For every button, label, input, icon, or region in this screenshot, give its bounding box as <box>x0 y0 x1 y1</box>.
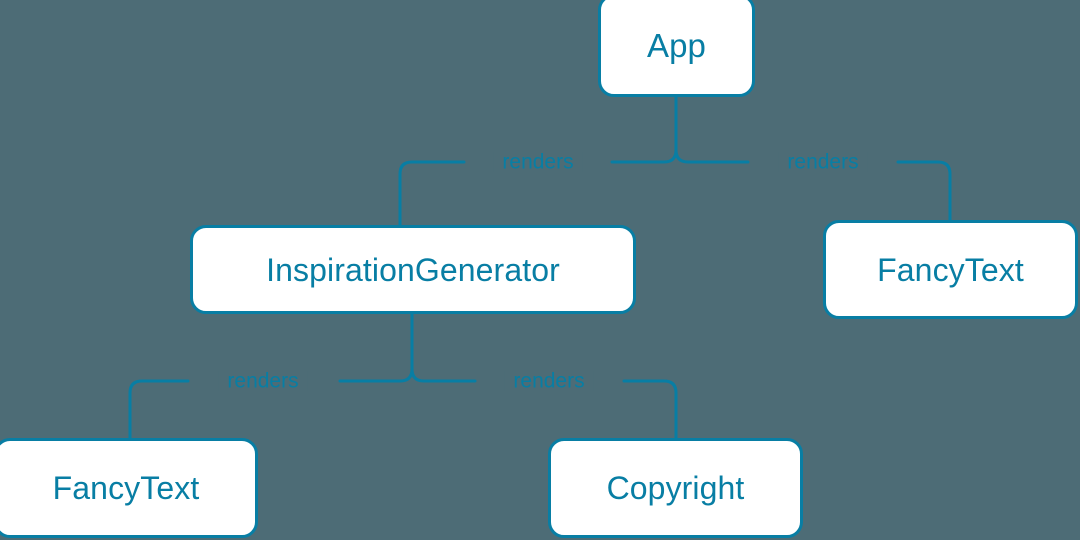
edge-app-stem <box>610 95 678 164</box>
edge-label-inspiration-generator-to-copyright: renders <box>504 370 594 392</box>
node-fancytext-right: FancyText <box>823 220 1078 319</box>
node-copyright-label: Copyright <box>606 470 745 506</box>
node-app: App <box>598 0 755 97</box>
edge-label-inspiration-generator-to-fancytext-bottom: renders <box>218 370 308 392</box>
node-fancytext-bottom-label: FancyText <box>52 470 200 506</box>
node-fancytext-bottom: FancyText <box>0 438 258 538</box>
edge-inspiration-generator-to-copyright <box>622 379 678 440</box>
node-inspiration-generator: InspirationGenerator <box>190 225 636 314</box>
node-inspiration-generator-label: InspirationGenerator <box>266 251 560 288</box>
edge-inspiration-generator-stem-right <box>410 367 477 383</box>
node-fancytext-right-label: FancyText <box>877 251 1024 288</box>
node-copyright: Copyright <box>548 438 803 538</box>
edge-inspiration-generator-to-fancytext-bottom <box>128 379 190 440</box>
edge-app-to-inspiration-generator <box>398 160 466 227</box>
edge-label-app-to-inspiration-generator: renders <box>493 151 583 173</box>
edge-inspiration-generator-stem <box>338 312 414 383</box>
node-app-label: App <box>646 27 707 64</box>
edge-app-to-fancytext-right <box>896 160 952 222</box>
edge-app-stem-right <box>674 148 750 164</box>
edge-label-app-to-fancytext-right: renders <box>778 151 868 173</box>
